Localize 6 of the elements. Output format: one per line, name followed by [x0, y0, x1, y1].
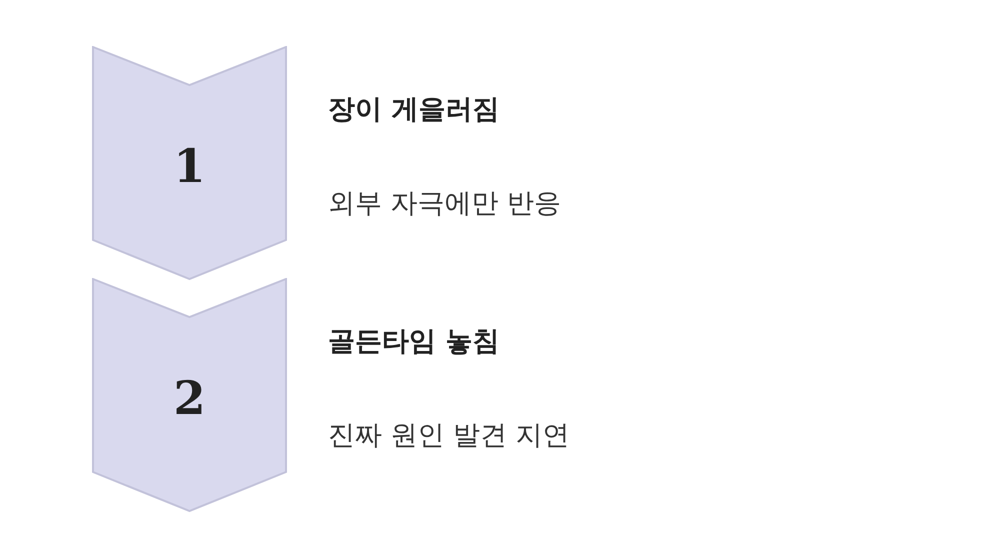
step-description: 진짜 원인 발견 지연 [328, 419, 570, 453]
step-title: 장이 게을러짐 [328, 93, 500, 127]
step-number: 2 [172, 370, 206, 426]
step-number: 1 [172, 138, 206, 194]
step-description: 외부 자극에만 반응 [328, 187, 562, 221]
step-title: 골든타임 놓침 [328, 325, 500, 359]
